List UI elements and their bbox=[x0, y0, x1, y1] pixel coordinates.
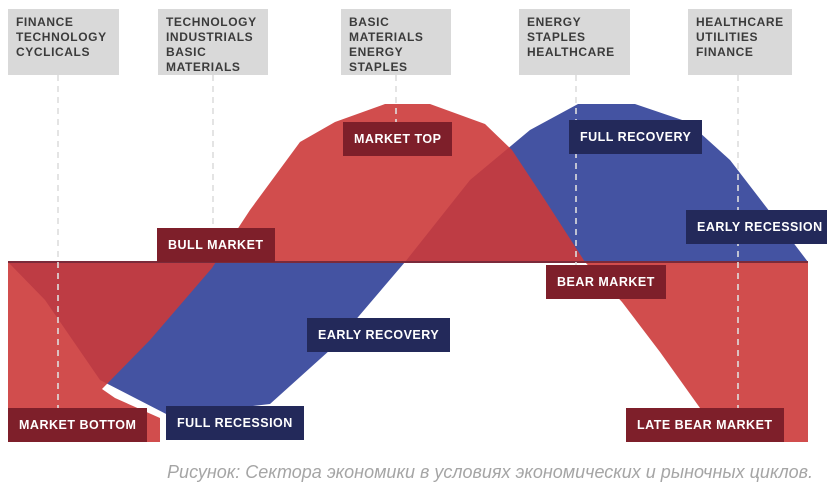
sector-label: TECHNOLOGY bbox=[16, 30, 107, 44]
label-full-recovery: FULL RECOVERY bbox=[569, 120, 703, 154]
sector-label: INDUSTRIALS bbox=[166, 30, 254, 44]
label-late-bear-market: LATE BEAR MARKET bbox=[626, 408, 784, 442]
sector-box-late-bear: HEALTHCARE UTILITIES FINANCE bbox=[688, 9, 792, 75]
sector-label: FINANCE bbox=[16, 15, 74, 29]
sector-label: HEALTHCARE bbox=[527, 45, 615, 59]
label-bull-market: BULL MARKET bbox=[157, 228, 275, 262]
label-market-top: MARKET TOP bbox=[343, 122, 453, 156]
sector-label: CYCLICALS bbox=[16, 45, 91, 59]
sector-box-market-top: BASIC MATERIALS ENERGY STAPLES bbox=[341, 9, 451, 75]
sector-label: BASIC bbox=[349, 15, 390, 29]
sector-label: UTILITIES bbox=[696, 30, 759, 44]
sector-label: HEALTHCARE bbox=[696, 15, 784, 29]
label-bear-market: BEAR MARKET bbox=[546, 265, 666, 299]
sector-box-bear-market: ENERGY STAPLES HEALTHCARE bbox=[519, 9, 630, 75]
sector-label: TECHNOLOGY bbox=[166, 15, 257, 29]
sector-label: STAPLES bbox=[349, 60, 408, 74]
figure-caption: Рисунок: Сектора экономики в условиях эк… bbox=[167, 462, 813, 482]
label-early-recovery: EARLY RECOVERY bbox=[307, 318, 451, 352]
sector-label: ENERGY bbox=[349, 45, 404, 59]
sector-label: MATERIALS bbox=[166, 60, 241, 74]
sector-label: FINANCE bbox=[696, 45, 754, 59]
sector-label: ENERGY bbox=[527, 15, 582, 29]
sector-box-bull-market: TECHNOLOGY INDUSTRIALS BASIC MATERIALS bbox=[158, 9, 268, 75]
sector-box-market-bottom: FINANCE TECHNOLOGY CYCLICALS bbox=[8, 9, 119, 75]
label-full-recession: FULL RECESSION bbox=[166, 406, 304, 440]
sector-label: STAPLES bbox=[527, 30, 586, 44]
label-market-bottom: MARKET BOTTOM bbox=[8, 408, 148, 442]
sector-label: MATERIALS bbox=[349, 30, 424, 44]
label-early-recession: EARLY RECESSION bbox=[686, 210, 827, 244]
sector-label: BASIC bbox=[166, 45, 207, 59]
